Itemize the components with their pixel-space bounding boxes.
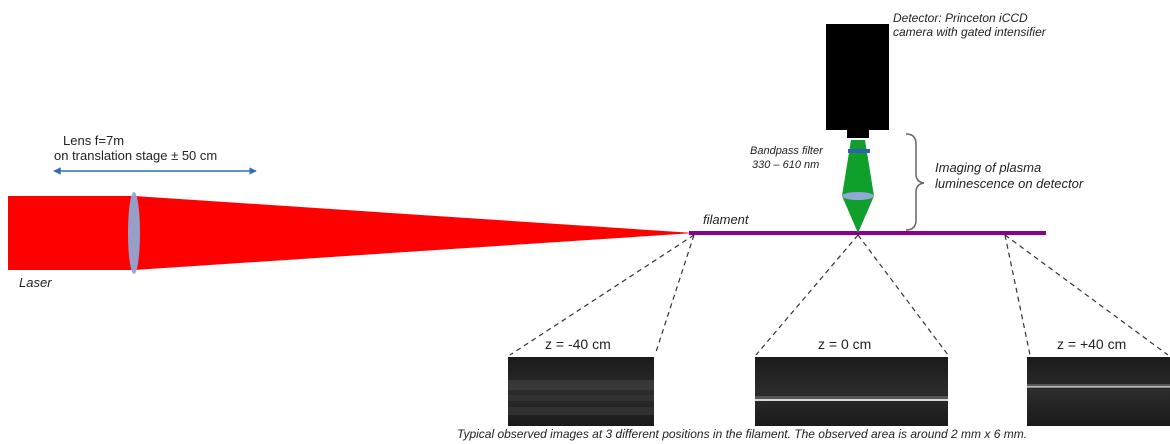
- inset-label-left: z = -40 cm: [545, 336, 611, 352]
- bandpass-label-line1: Bandpass filter: [750, 145, 823, 157]
- projection-line: [1004, 234, 1031, 356]
- detector-label-line1: Detector: Princeton iCCD: [893, 11, 1028, 25]
- imaging-label-line1: Imaging of plasma: [935, 160, 1042, 175]
- lens: [128, 192, 140, 274]
- filament-label: filament: [703, 212, 749, 227]
- detector-label-line2: camera with gated intensifier: [893, 25, 1046, 39]
- inset-image-right: [1027, 357, 1170, 426]
- bandpass-label-line2: 330 – 610 nm: [752, 159, 820, 171]
- projection-line: [509, 234, 695, 356]
- imaging-brace: [905, 133, 925, 231]
- projection-line: [654, 234, 695, 356]
- inset-image-center: [755, 357, 948, 426]
- inset-label-center: z = 0 cm: [818, 336, 872, 352]
- lens-label-line1: Lens f=7m: [63, 133, 125, 148]
- caption: Typical observed images at 3 different p…: [457, 427, 1028, 441]
- imaging-lens: [842, 192, 874, 200]
- laser-label: Laser: [19, 275, 52, 290]
- camera-body: [826, 24, 889, 130]
- projection-line: [857, 234, 949, 356]
- inset-label-right: z = +40 cm: [1057, 336, 1127, 352]
- laser-beam: [8, 196, 694, 270]
- projection-line: [1004, 234, 1169, 356]
- imaging-cone-upper: [842, 140, 874, 196]
- imaging-label-line2: luminescence on detector: [935, 176, 1084, 191]
- camera-lens-mount: [847, 130, 869, 138]
- inset-image-left: [508, 357, 654, 426]
- imaging-cone-lower: [842, 196, 874, 233]
- bandpass-filter: [848, 149, 870, 153]
- lens-label-line2: on translation stage ± 50 cm: [54, 148, 218, 163]
